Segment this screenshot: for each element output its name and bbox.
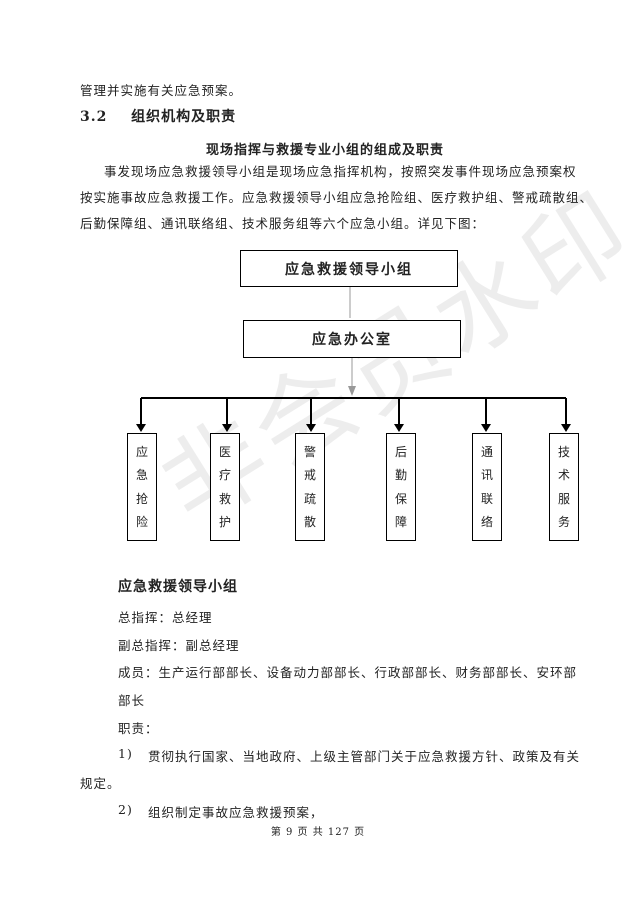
deputy-commander-line: 副总指挥：副总经理 bbox=[118, 638, 240, 653]
team-box-evacuation: 警 戒 疏 散 bbox=[295, 433, 325, 541]
section-number: 3.2 bbox=[80, 109, 108, 125]
team-char: 勤 bbox=[394, 468, 407, 483]
team-char: 术 bbox=[557, 468, 570, 483]
members-line-1: 成员：生产运行部部长、设备动力部部长、行政部部长、财务部部长、安环部 bbox=[118, 665, 578, 680]
intro-tail-text: 管理并实施有关应急预案。 bbox=[80, 83, 243, 98]
team-char: 保 bbox=[394, 491, 407, 506]
team-char: 后 bbox=[394, 444, 407, 459]
team-char: 散 bbox=[303, 515, 316, 530]
org-office-box: 应急办公室 bbox=[243, 320, 461, 358]
commander-line: 总指挥：总经理 bbox=[118, 610, 213, 625]
paragraph-line-2: 按实施事故应急救援工作。应急救援领导小组应急抢险组、医疗救护组、警戒疏散组、 bbox=[80, 190, 594, 205]
team-box-rescue: 应 急 抢 险 bbox=[127, 433, 157, 541]
team-char: 服 bbox=[557, 491, 570, 506]
team-char: 联 bbox=[480, 491, 493, 506]
team-char: 通 bbox=[480, 444, 493, 459]
team-char: 应 bbox=[135, 444, 148, 459]
team-char: 警 bbox=[303, 444, 316, 459]
team-char: 抢 bbox=[135, 491, 148, 506]
org-office-label: 应急办公室 bbox=[312, 332, 392, 348]
page-footer: 第 9 页 共 127 页 bbox=[270, 827, 366, 838]
team-box-medical: 医 疗 救 护 bbox=[210, 433, 240, 541]
duty-2-line-1: 组织制定事故应急救援预案， bbox=[148, 805, 324, 820]
team-char: 务 bbox=[557, 515, 570, 530]
team-box-logistics: 后 勤 保 障 bbox=[386, 433, 416, 541]
org-leader-label: 应急救援领导小组 bbox=[285, 261, 413, 278]
paragraph-line-3: 后勤保障组、通讯联络组、技术服务组等六个应急小组。详见下图： bbox=[80, 216, 486, 231]
team-char: 护 bbox=[218, 515, 231, 530]
leader-group-heading: 应急救援领导小组 bbox=[118, 579, 238, 595]
duty-1-line-1: 贯彻执行国家、当地政府、上级主管部门关于应急救援方针、政策及有关 bbox=[148, 749, 581, 764]
team-char: 络 bbox=[480, 515, 493, 530]
team-char: 险 bbox=[135, 515, 148, 530]
team-char: 技 bbox=[557, 444, 570, 459]
team-char: 疗 bbox=[218, 468, 231, 483]
team-char: 医 bbox=[218, 444, 231, 459]
duty-2-number: 2) bbox=[118, 802, 133, 817]
duty-1-line-2: 规定。 bbox=[80, 776, 121, 791]
paragraph-line-1: 事发现场应急救援领导小组是现场应急指挥机构，按照突发事件现场应急预案权 bbox=[104, 164, 577, 179]
team-char: 救 bbox=[218, 491, 231, 506]
chart-title: 现场指挥与救援专业小组的组成及职责 bbox=[206, 143, 445, 158]
team-char: 急 bbox=[135, 468, 148, 483]
section-title: 组织机构及职责 bbox=[131, 109, 237, 125]
team-box-technical: 技 术 服 务 bbox=[549, 433, 579, 541]
duties-label: 职责： bbox=[118, 721, 159, 736]
section-heading: 3.2 组织机构及职责 bbox=[80, 106, 236, 126]
team-char: 讯 bbox=[480, 468, 493, 483]
members-line-2: 部长 bbox=[118, 693, 146, 708]
duty-1-number: 1) bbox=[118, 746, 133, 761]
team-char: 障 bbox=[394, 515, 407, 530]
team-char: 疏 bbox=[303, 491, 316, 506]
org-leader-box: 应急救援领导小组 bbox=[240, 250, 458, 287]
team-char: 戒 bbox=[303, 468, 316, 483]
team-box-communication: 通 讯 联 络 bbox=[472, 433, 502, 541]
